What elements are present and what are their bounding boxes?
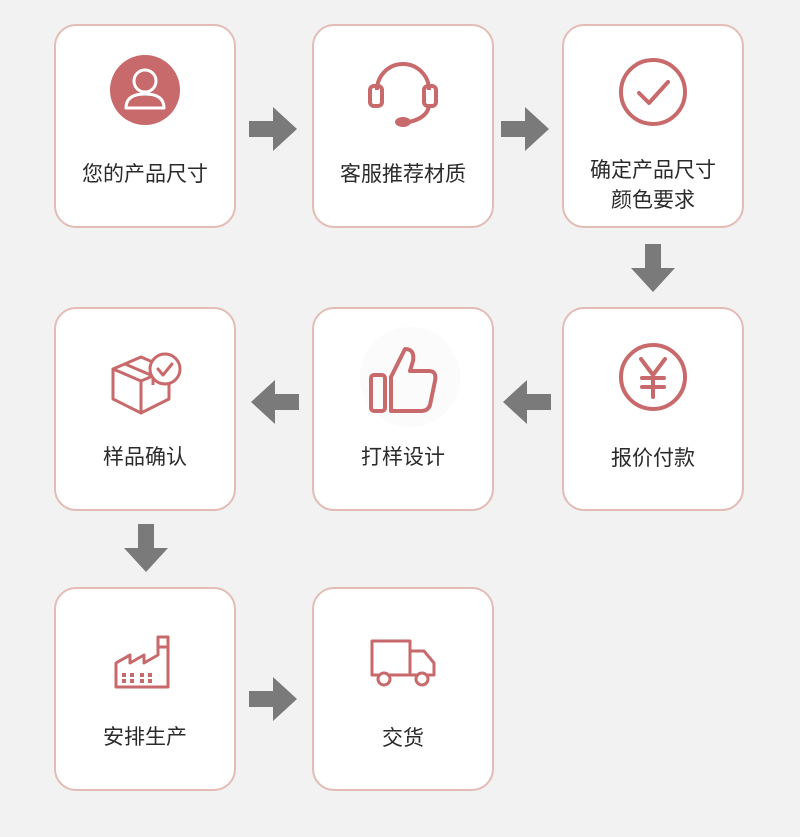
yen-icon xyxy=(619,343,687,411)
step-label: 安排生产 xyxy=(103,725,187,749)
step-arrange-production: 安排生产 xyxy=(54,587,236,791)
arrow-right-icon xyxy=(249,107,297,151)
arrow-down-icon xyxy=(631,244,675,292)
arrow-left-icon xyxy=(503,380,551,424)
truck-icon xyxy=(370,639,436,687)
step-sample-confirm: 样品确认 xyxy=(54,307,236,511)
arrow-right-icon xyxy=(249,677,297,721)
step-label: 交货 xyxy=(382,726,424,750)
step-label: 打样设计 xyxy=(361,445,445,469)
step-proofing-design: 打样设计 xyxy=(312,307,494,511)
factory-icon xyxy=(114,635,170,689)
package-check-icon xyxy=(111,352,182,415)
headset-icon xyxy=(368,62,438,127)
check-circle-icon xyxy=(619,58,687,126)
arrow-left-icon xyxy=(251,380,299,424)
step-delivery: 交货 xyxy=(312,587,494,791)
step-recommend-material: 客服推荐材质 xyxy=(312,24,494,228)
step-label: 确定产品尺寸 xyxy=(590,158,716,182)
step-label: 样品确认 xyxy=(103,445,187,469)
step-confirm-size-color: 确定产品尺寸 颜色要求 xyxy=(562,24,744,228)
step-label: 您的产品尺寸 xyxy=(82,162,208,186)
step-label: 报价付款 xyxy=(611,446,695,470)
arrow-right-icon xyxy=(501,107,549,151)
user-icon xyxy=(110,55,180,125)
step-product-size: 您的产品尺寸 xyxy=(54,24,236,228)
step-label-line2: 颜色要求 xyxy=(611,188,695,212)
arrow-down-icon xyxy=(124,524,168,572)
thumbs-up-icon xyxy=(369,347,438,413)
step-label: 客服推荐材质 xyxy=(340,162,466,186)
step-quote-payment: 报价付款 xyxy=(562,307,744,511)
